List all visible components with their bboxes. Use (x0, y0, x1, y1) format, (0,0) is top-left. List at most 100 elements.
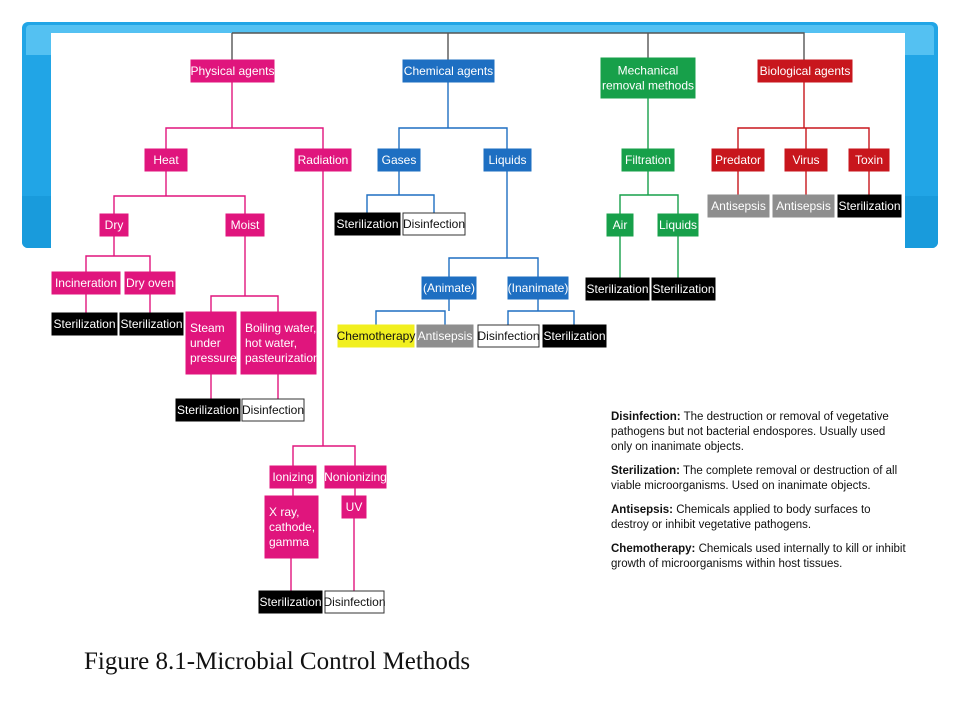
legend-definition: Chemicals used internally to kill or inh… (611, 543, 906, 570)
gases-node-box (377, 148, 421, 172)
uv-node: UV (341, 495, 367, 519)
mechanical-removal-node-box (600, 57, 696, 99)
incineration-node-label: Incineration (55, 276, 117, 290)
disinfection-gases-box-box (402, 212, 466, 236)
sterilization-dry-oven-box-label: Sterilization (120, 317, 182, 331)
connector-line (366, 194, 435, 213)
inanimate-node-box (507, 276, 569, 300)
connector-line (113, 195, 246, 214)
toxin-node: Toxin (848, 148, 890, 172)
sterilization-filtration-liquids-box-box (651, 277, 716, 301)
legend-chemotherapy: Chemotherapy: Chemicals used internally … (611, 542, 906, 572)
physical-agents-node-box (190, 59, 275, 83)
disinfection-inanimate-box: Disinfection (477, 324, 540, 348)
sterilization-steam-box: Sterilization (175, 398, 241, 422)
liquids-node-box (483, 148, 532, 172)
figure-caption: Figure 8.1-Microbial Control Methods (84, 648, 471, 675)
liquids-node: Liquids (483, 148, 532, 172)
inanimate-node-label: (Inanimate) (508, 281, 569, 295)
biological-agents-node-box (757, 59, 853, 83)
legend-disinfection: Disinfection: The destruction or removal… (611, 410, 906, 455)
virus-node: Virus (784, 148, 828, 172)
air-node-label: Air (613, 218, 628, 232)
connector-line (507, 310, 575, 325)
sterilization-air-box-label: Sterilization (586, 282, 648, 296)
boiling-water-node-label: Boiling water,hot water,pasteurization (245, 321, 320, 365)
physical-agents-node-label: Physical agents (190, 64, 274, 78)
toxin-node-box (848, 148, 890, 172)
predator-node-box (711, 148, 765, 172)
connector-line (232, 32, 805, 60)
disinfection-boiling-box-label: Disinfection (242, 403, 304, 417)
antisepsis-animate-box-box (416, 324, 474, 348)
filtration-liquids-node-box (657, 213, 699, 237)
ionizing-node-label: Ionizing (272, 470, 313, 484)
virus-node-label: Virus (792, 153, 819, 167)
predator-node: Predator (711, 148, 765, 172)
radiation-node: Radiation (294, 148, 352, 172)
connector-line (165, 127, 324, 149)
disinfection-inanimate-box-label: Disinfection (477, 329, 539, 343)
sterilization-gases-box: Sterilization (334, 212, 401, 236)
virus-node-box (784, 148, 828, 172)
dry-node-box (99, 213, 129, 237)
sterilization-inanimate-box: Sterilization (542, 324, 607, 348)
legend-definition: The destruction or removal of vegetative… (611, 411, 889, 453)
dry-node: Dry (99, 213, 129, 237)
connector-line (737, 127, 870, 149)
legend-term: Antisepsis: (611, 504, 673, 516)
disinfection-gases-box-label: Disinfection (403, 217, 465, 231)
boiling-water-node-box (240, 311, 317, 375)
disinfection-uv-box: Disinfection (323, 590, 386, 614)
sterilization-gases-box-label: Sterilization (336, 217, 398, 231)
xray-node-box (264, 495, 319, 559)
air-node: Air (606, 213, 634, 237)
antisepsis-predator-box: Antisepsis (707, 194, 770, 218)
heat-node: Heat (144, 148, 188, 172)
sterilization-toxin-box: Sterilization (837, 194, 902, 218)
chemotherapy-box-label: Chemotherapy (337, 329, 416, 343)
sterilization-toxin-box-box (837, 194, 902, 218)
chemical-agents-node-box (402, 59, 495, 83)
sterilization-incineration-box-label: Sterilization (53, 317, 115, 331)
moist-node-label: Moist (231, 218, 260, 232)
sterilization-incineration-box: Sterilization (51, 312, 118, 336)
animate-node-box (421, 276, 477, 300)
animate-node: (Animate) (421, 276, 477, 300)
chemical-agents-node: Chemical agents (402, 59, 495, 83)
dry-node-label: Dry (105, 218, 124, 232)
connector-line (398, 127, 508, 149)
chemical-agents-node-label: Chemical agents (404, 64, 493, 78)
antisepsis-virus-box-box (772, 194, 835, 218)
disinfection-gases-box: Disinfection (402, 212, 466, 236)
connector-line (292, 445, 356, 466)
heat-node-label: Heat (153, 153, 179, 167)
sterilization-air-box-box (585, 277, 650, 301)
chemotherapy-box-box (337, 324, 415, 348)
chemotherapy-box: Chemotherapy (337, 324, 416, 348)
uv-node-box (341, 495, 367, 519)
filtration-liquids-node-label: Liquids (659, 218, 697, 232)
connector-line (375, 310, 446, 325)
legend-sterilization: Sterilization: The complete removal or d… (611, 464, 906, 494)
incineration-node-box (51, 271, 121, 295)
antisepsis-virus-box-label: Antisepsis (776, 199, 831, 213)
sterilization-steam-box-box (175, 398, 241, 422)
sterilization-gases-box-box (334, 212, 401, 236)
definitions-legend: Disinfection: The destruction or removal… (611, 410, 906, 581)
ionizing-node: Ionizing (269, 465, 317, 489)
dry-oven-node-box (124, 271, 176, 295)
diagram-connectors (85, 32, 870, 591)
radiation-node-label: Radiation (298, 153, 349, 167)
xray-node-label: X ray,cathode,gamma (269, 505, 315, 549)
disinfection-boiling-box: Disinfection (241, 398, 305, 422)
diagram-nodes: Physical agents Chemical agents Mechanical… (51, 57, 902, 614)
legend-definition: Chemicals applied to body surfaces to de… (611, 504, 871, 531)
heat-node-box (144, 148, 188, 172)
legend-term: Chemotherapy: (611, 543, 696, 555)
legend-term: Sterilization: (611, 465, 681, 477)
filtration-node: Filtration (621, 148, 675, 172)
